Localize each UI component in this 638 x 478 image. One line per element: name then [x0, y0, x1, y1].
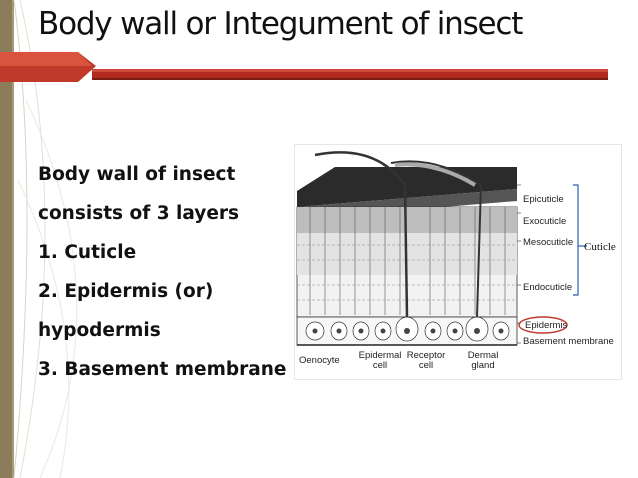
label-dermal-gland: Dermal gland [467, 350, 499, 371]
bullet-line: 1. Cuticle [38, 242, 137, 263]
bullet-line: hypodermis [38, 320, 161, 341]
label-oenocyte: Oenocyte [299, 355, 340, 366]
seta-hair [314, 151, 409, 318]
integument-diagram: Epicuticle Exocuticle Mesocuticle Endocu… [294, 144, 622, 380]
title-underline-bar [0, 52, 608, 82]
label-receptor-cell: Receptor cell [406, 350, 446, 371]
label-mesocuticle: Mesocuticle [523, 237, 574, 248]
bullet-list: Body wall of insect consists of 3 layers… [38, 155, 286, 389]
cuticle-bracket [573, 184, 579, 296]
exocuticle-layer [297, 207, 517, 233]
left-decorative-band [0, 0, 12, 478]
bullet-line: 3. Basement membrane [38, 359, 287, 380]
label-endocuticle: Endocuticle [523, 282, 573, 293]
epidermis-highlight-ring [518, 316, 568, 334]
bullet-line: consists of 3 layers [38, 203, 240, 224]
label-epidermis: Epidermis [525, 320, 568, 331]
bullet-line: Body wall of insect [38, 164, 236, 185]
slide-title: Body wall or Integument of insect [38, 6, 523, 42]
label-cuticle-bracket: Cuticle [584, 241, 616, 253]
bullet-line: 2. Epidermis (or) [38, 281, 214, 302]
label-basement-membrane: Basement membrane [523, 336, 614, 347]
integument-cross-section-drawing [296, 151, 587, 346]
label-epidermal-cell: Epidermal cell [358, 350, 402, 371]
left-band-edge [12, 0, 14, 478]
label-exocuticle: Exocuticle [523, 216, 567, 227]
gland-duct [390, 160, 483, 318]
label-epicuticle: Epicuticle [523, 194, 564, 205]
